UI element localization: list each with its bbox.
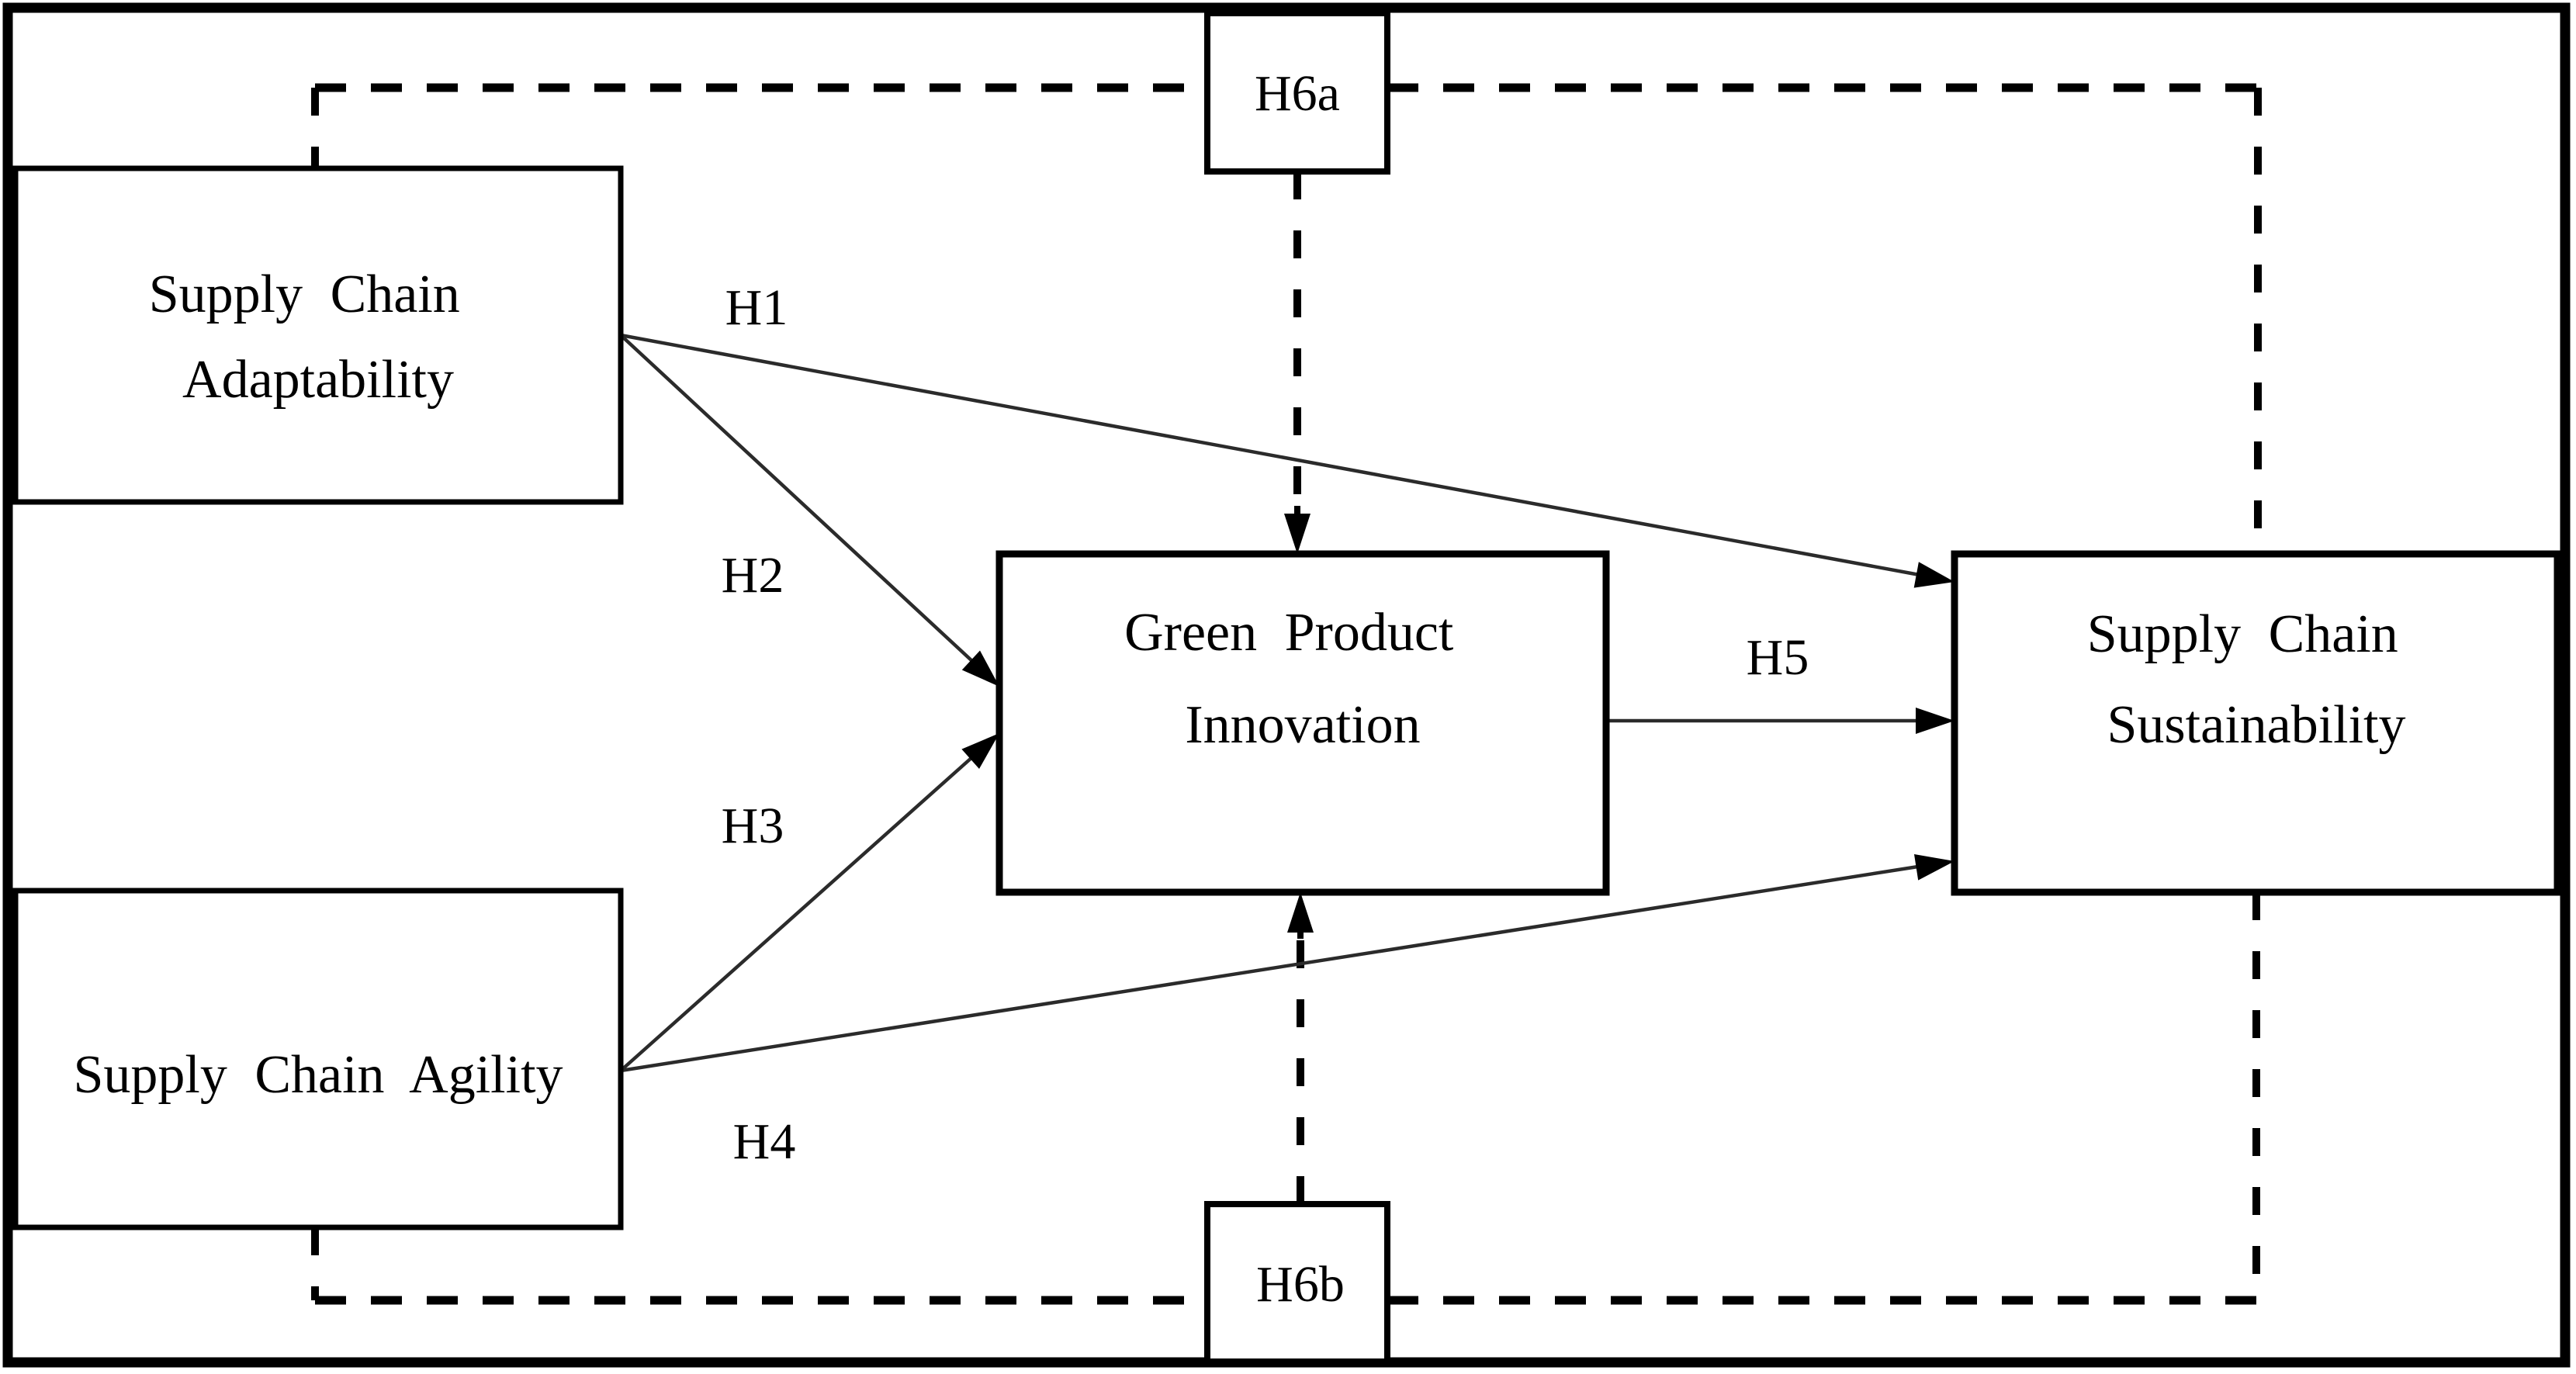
label-h4: H4 [733,1113,796,1170]
gpi-label-line1: Green Product [1124,603,1454,663]
label-h2: H2 [722,547,784,604]
h6b-arrowhead [1287,892,1314,933]
sustainability-label-line2: Sustainability [2107,695,2406,755]
arrow-h4 [620,864,1919,1073]
node-supply-chain-adaptability [12,165,624,505]
arrow-h1 [620,333,1920,577]
node-supply-chain-agility-label: Supply Chain Agility [73,1045,563,1105]
node-supply-chain-sustainability [1951,550,2561,896]
gpi-label-line2: Innovation [1185,695,1420,755]
arrowhead-h2 [961,650,999,687]
h6a-arrowhead [1284,514,1311,554]
adaptability-label-line1: Supply Chain [149,265,460,324]
sustainability-label-line1: Supply Chain [2087,604,2398,664]
label-h6a: H6a [1255,65,1340,122]
node-h6a [1204,10,1390,175]
label-h6b: H6b [1256,1256,1345,1313]
arrowhead-h4 [1914,854,1955,881]
arrow-h3 [619,756,974,1072]
label-h3: H3 [722,798,784,854]
node-h6b [1204,1201,1390,1365]
adaptability-label-line2: Adaptability [182,350,454,410]
arrowhead-h3 [961,733,999,769]
arrowhead-h5 [1916,708,1955,734]
node-green-product-innovation [995,550,1610,896]
label-h1: H1 [725,279,788,336]
node-green-product-innovation-label: Green Product Innovation [1124,603,1481,755]
node-supply-chain-sustainability-label: Supply Chain Sustainability [2087,604,2426,755]
arrowhead-h1 [1913,562,1955,588]
node-supply-chain-agility [12,888,624,1230]
node-supply-chain-adaptability-label: Supply Chain Adaptability [149,265,488,410]
arrow-h2 [619,334,975,663]
label-h5: H5 [1747,629,1809,686]
